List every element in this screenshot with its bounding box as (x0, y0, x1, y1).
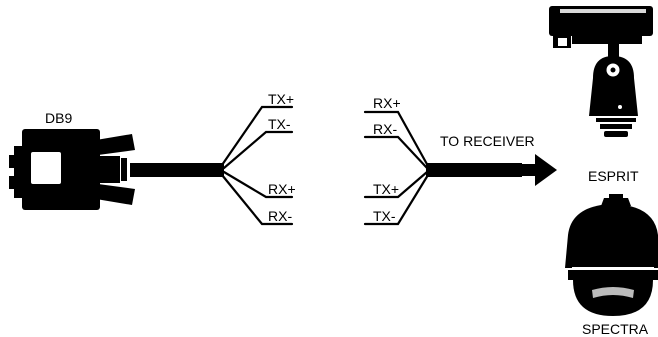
left-wire-4-label: RX- (268, 208, 292, 224)
spectra-housing (565, 205, 658, 268)
esprit-housing (549, 6, 653, 36)
esprit-indicator (618, 105, 622, 109)
left-wire-3-label: RX+ (268, 181, 296, 197)
right-wire-4 (363, 173, 430, 226)
db9-tab-bottom (96, 184, 135, 205)
right-cable-jacket (426, 163, 522, 177)
esprit-window (558, 38, 567, 46)
db9-label: DB9 (45, 110, 72, 126)
left-wire-1 (220, 105, 294, 167)
esprit-neck (608, 44, 619, 58)
esprit-head (589, 56, 638, 116)
db9-connector: DB9 (9, 110, 135, 210)
left-wire-2-label: TX- (268, 116, 291, 132)
right-wire-2 (363, 135, 429, 170)
spectra-dome (573, 280, 653, 316)
right-cable: RX+ RX- TX+ TX- (363, 95, 522, 226)
db9-tab-top (96, 134, 135, 155)
left-wire-2 (222, 130, 294, 170)
right-wire-3 (363, 170, 429, 199)
esprit-base-1 (596, 118, 636, 122)
spectra-trim-ring (568, 270, 658, 280)
esprit-camera-icon: ESPRIT (549, 6, 653, 184)
db9-boot (96, 156, 120, 183)
esprit-tilt-axle (610, 67, 616, 73)
db9-screw-bottom (9, 176, 16, 189)
db9-strain-relief (121, 158, 127, 181)
spectra-label: SPECTRA (582, 321, 649, 337)
esprit-housing-base (572, 36, 642, 44)
spectra-camera-icon: SPECTRA (565, 194, 658, 337)
right-wire-1-label: RX+ (373, 95, 401, 111)
right-wire-2-label: RX- (373, 121, 397, 137)
db9-screw-top (9, 155, 16, 168)
spectra-gap (572, 267, 654, 270)
spectra-cap (601, 198, 631, 206)
esprit-base-3 (604, 131, 628, 137)
esprit-base-2 (600, 124, 632, 129)
spectra-lens-reflection (592, 287, 634, 298)
arrow-label: TO RECEIVER (440, 133, 535, 149)
right-wire-1 (363, 110, 430, 168)
esprit-label: ESPRIT (588, 168, 639, 184)
arrow-head-icon (520, 154, 557, 186)
receiver-arrow: TO RECEIVER (440, 133, 557, 186)
left-wire-3 (222, 170, 294, 199)
esprit-housing-stripe (560, 9, 646, 13)
left-cable: TX+ TX- RX+ RX- (130, 91, 296, 226)
right-wire-3-label: TX+ (373, 181, 399, 197)
left-cable-jacket (130, 163, 224, 177)
right-wire-4-label: TX- (373, 208, 396, 224)
db9-window (31, 152, 61, 184)
left-wire-4 (220, 173, 294, 226)
spectra-cap-top (609, 194, 623, 198)
left-wire-1-label: TX+ (268, 91, 294, 107)
